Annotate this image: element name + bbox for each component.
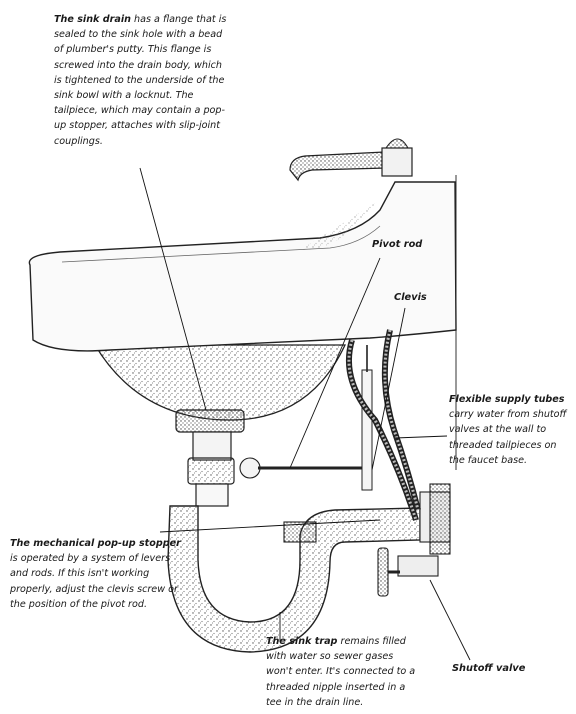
pivot-rod <box>258 345 373 491</box>
supply-tubes-title: Flexible supply tubes <box>449 394 565 405</box>
supply-tubes-body: carry water from shutoff valves at the w… <box>449 409 567 466</box>
sink-trap-callout: The sink trap remains filled with water … <box>266 634 416 710</box>
sink-trap-body: remains filled with water so sewer gases… <box>266 636 416 708</box>
drain-assembly <box>175 409 261 507</box>
pivot-rod-label: Pivot rod <box>372 239 423 250</box>
leader-lines <box>139 167 471 661</box>
sink-drain-body: has a flange that is sealed to the sink … <box>54 14 227 147</box>
popup-stopper-body: is operated by a system of levers and ro… <box>10 553 178 610</box>
popup-stopper-title: The mechanical pop-up stopper <box>10 538 181 549</box>
popup-stopper-callout: The mechanical pop-up stopper is operate… <box>10 536 188 612</box>
sink-drain-title: The sink drain <box>54 14 131 25</box>
shutoff-valve-label: Shutoff valve <box>452 663 526 674</box>
supply-tubes-callout: Flexible supply tubes carry water from s… <box>449 392 571 468</box>
sink-trap-title: The sink trap <box>266 636 338 647</box>
sink-bowl <box>93 344 347 421</box>
shutoff-valve <box>377 483 451 597</box>
sink-basin <box>28 181 457 352</box>
faucet <box>289 138 413 182</box>
supply-tubes <box>346 329 421 521</box>
clevis-label: Clevis <box>394 292 427 303</box>
sink-drain-callout: The sink drain has a flange that is seal… <box>54 12 229 149</box>
